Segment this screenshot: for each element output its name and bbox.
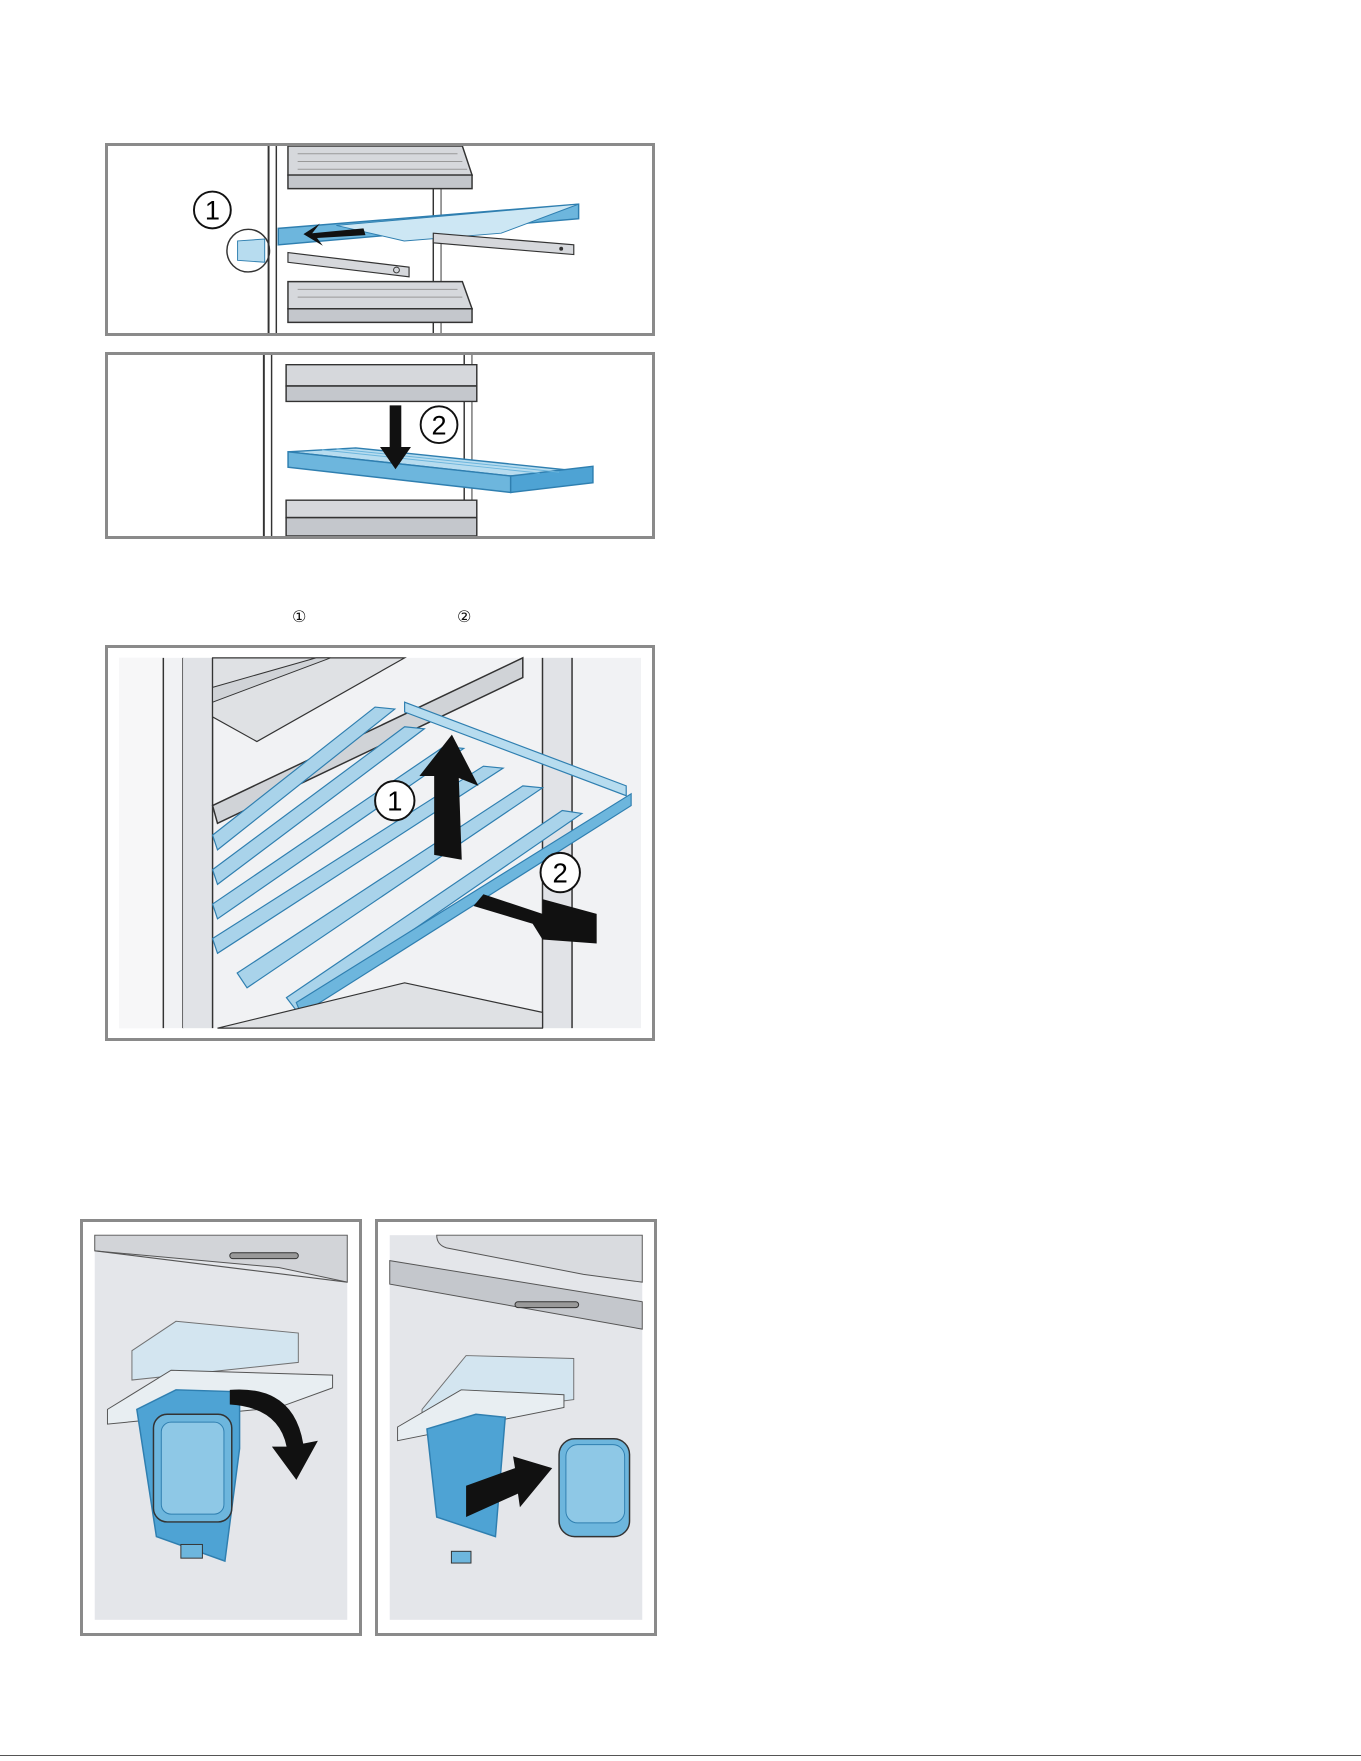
lower-shelf-illustration: 2 [108,355,652,536]
svg-text:2: 2 [553,857,568,888]
figure-remove-filter [375,1219,657,1636]
step-marker-1: ① [292,608,306,626]
callout-1: 1 [375,781,414,820]
detail-magnifier-icon [227,229,270,272]
blue-pullout-shelf [278,204,578,245]
lower-shelf [286,500,477,536]
callout-2: 2 [541,853,580,892]
svg-text:1: 1 [387,786,402,817]
svg-text:2: 2 [432,409,447,440]
upper-shelf [286,365,477,402]
remove-shelf-illustration: 1 2 [108,648,652,1038]
upper-shelf [288,146,472,189]
figure-open-filter-cover [80,1219,362,1636]
lower-shelf [288,282,472,323]
callout-1: 1 [194,192,231,229]
blue-pullout-shelf [288,448,593,493]
figure-pull-shelf-rail: 1 [105,143,655,336]
step-marker-2: ② [457,608,471,626]
figure-lower-shelf: 2 [105,352,655,539]
svg-text:1: 1 [205,195,220,226]
filter-cartridge [559,1439,629,1537]
shelf-rail-illustration: 1 [108,146,652,333]
callout-2: 2 [421,406,458,443]
page-bottom-rule [0,1755,1361,1756]
figure-remove-shelf: 1 2 [105,645,655,1041]
remove-filter-illustration [378,1222,654,1633]
open-filter-cover-illustration [83,1222,359,1633]
